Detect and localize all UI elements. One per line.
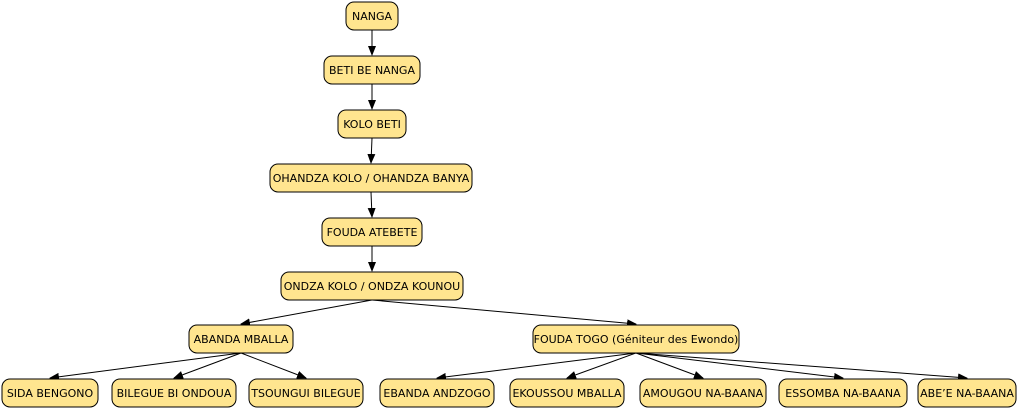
node-label: KOLO BETI [343, 118, 401, 131]
node-label: EKOUSSOU MBALLA [512, 387, 622, 400]
node-ohandza-kolo: OHANDZA KOLO / OHANDZA BANYA [269, 163, 473, 193]
node-label: ABE’E NA-BAANA [920, 387, 1014, 400]
node-kolo-beti: KOLO BETI [337, 109, 407, 139]
node-label: OHANDZA KOLO / OHANDZA BANYA [273, 172, 470, 185]
node-box [280, 271, 464, 301]
node-box [639, 378, 767, 408]
node-fouda-togo: FOUDA TOGO (Géniteur des Ewondo) [532, 324, 740, 354]
node-label: SIDA BENGONO [7, 387, 94, 400]
node-essomba-na-baana: ESSOMBA NA-BAANA [778, 378, 908, 408]
node-bilegue-bi-ondoua: BILEGUE BI ONDOUA [111, 378, 237, 408]
node-box [323, 55, 421, 85]
edge-fouda-togo-to-abe-na-baana [635, 352, 968, 382]
node-box [269, 163, 473, 193]
edge-fouda-togo-to-essomba-na-baana [635, 352, 844, 381]
node-box [111, 378, 237, 408]
node-beti-be-nanga: BETI BE NANGA [323, 55, 421, 85]
node-box [188, 324, 294, 354]
edge-abanda-mballa-to-sida-bengono [49, 352, 242, 381]
node-tsoungui-bilegue: TSOUNGUI BILEGUE [248, 378, 364, 408]
node-label: TSOUNGUI BILEGUE [250, 387, 360, 400]
node-label: ABANDA MBALLA [194, 333, 289, 346]
edge-ondza-kolo-to-fouda-togo [371, 299, 637, 328]
node-box [248, 378, 364, 408]
node-box [337, 109, 407, 139]
edge-abanda-mballa-to-bilegue-bi-ondoua [173, 352, 242, 379]
edge-abanda-mballa-to-tsoungui-bilegue [240, 352, 307, 379]
edge-fouda-togo-to-ekoussou-mballa [566, 352, 637, 379]
node-box [532, 324, 740, 354]
edge-fouda-togo-to-amougou-na-baana [635, 352, 704, 379]
node-box [509, 378, 625, 408]
edge-ohandza-kolo-to-fouda-atebete [367, 191, 376, 218]
node-box [1, 378, 99, 408]
node-label: BETI BE NANGA [329, 64, 415, 77]
node-label: BILEGUE BI ONDOUA [117, 387, 232, 400]
node-amougou-na-baana: AMOUGOU NA-BAANA [639, 378, 767, 408]
node-box [778, 378, 908, 408]
node-box [379, 378, 495, 408]
node-nanga: NANGA [345, 1, 399, 31]
node-label: FOUDA ATEBETE [327, 226, 418, 239]
edges-layer [49, 30, 968, 382]
node-sida-bengono: SIDA BENGONO [1, 378, 99, 408]
node-label: ONDZA KOLO / ONDZA KOUNOU [284, 280, 460, 293]
node-ekoussou-mballa: EKOUSSOU MBALLA [509, 378, 625, 408]
node-label: ESSOMBA NA-BAANA [785, 387, 901, 400]
node-ondza-kolo: ONDZA KOLO / ONDZA KOUNOU [280, 271, 464, 301]
node-label: NANGA [352, 10, 393, 23]
node-label: AMOUGOU NA-BAANA [643, 387, 764, 400]
edge-fouda-togo-to-ebanda-andzogo [436, 352, 637, 381]
node-label: FOUDA TOGO (Géniteur des Ewondo) [534, 333, 739, 346]
node-abanda-mballa: ABANDA MBALLA [188, 324, 294, 354]
node-box [917, 378, 1017, 408]
node-label: EBANDA ANDZOGO [383, 387, 490, 400]
node-abe-na-baana: ABE’E NA-BAANA [917, 378, 1017, 408]
edge-ondza-kolo-to-abanda-mballa [240, 299, 373, 327]
node-box [345, 1, 399, 31]
node-ebanda-andzogo: EBANDA ANDZOGO [379, 378, 495, 408]
node-fouda-atebete: FOUDA ATEBETE [321, 217, 423, 247]
node-box [321, 217, 423, 247]
edge-kolo-beti-to-ohandza-kolo [367, 137, 376, 164]
